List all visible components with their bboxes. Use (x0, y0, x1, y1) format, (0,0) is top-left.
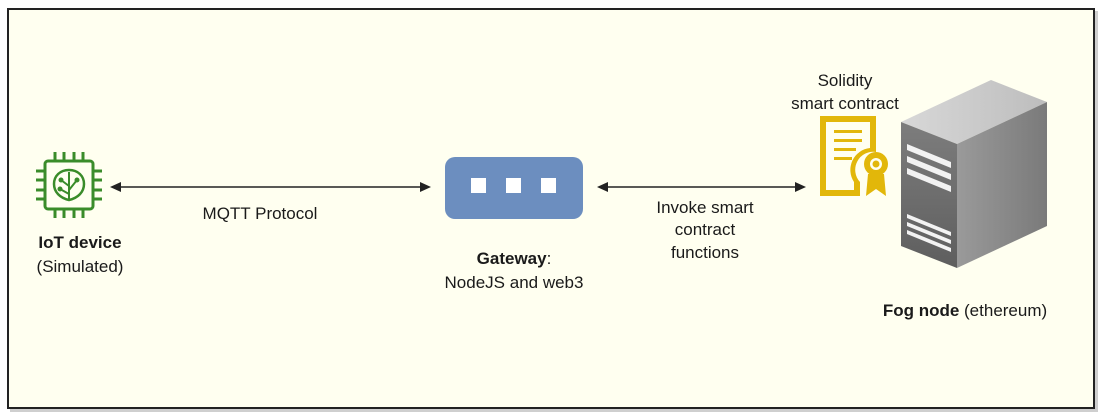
contract-label-line1: Solidity (817, 71, 873, 90)
invoke-label-line1: Invoke smart (656, 198, 754, 217)
mqtt-protocol-label: MQTT Protocol (202, 204, 318, 223)
server-icon (901, 80, 1047, 268)
certificate-icon (820, 116, 888, 196)
gateway-icon (445, 157, 583, 219)
gateway-detail: NodeJS and web3 (444, 273, 584, 292)
invoke-label-line3: functions (670, 243, 740, 262)
fog-node-label: Fog node (ethereum) (882, 301, 1048, 320)
contract-label-line2: smart contract (791, 94, 899, 113)
gateway-name: Gateway: (476, 249, 552, 268)
iot-chip-icon (36, 152, 102, 218)
invoke-label-line2: contract (674, 220, 736, 239)
iot-device-label: IoT device (38, 233, 122, 252)
iot-device-detail: (Simulated) (36, 257, 124, 276)
